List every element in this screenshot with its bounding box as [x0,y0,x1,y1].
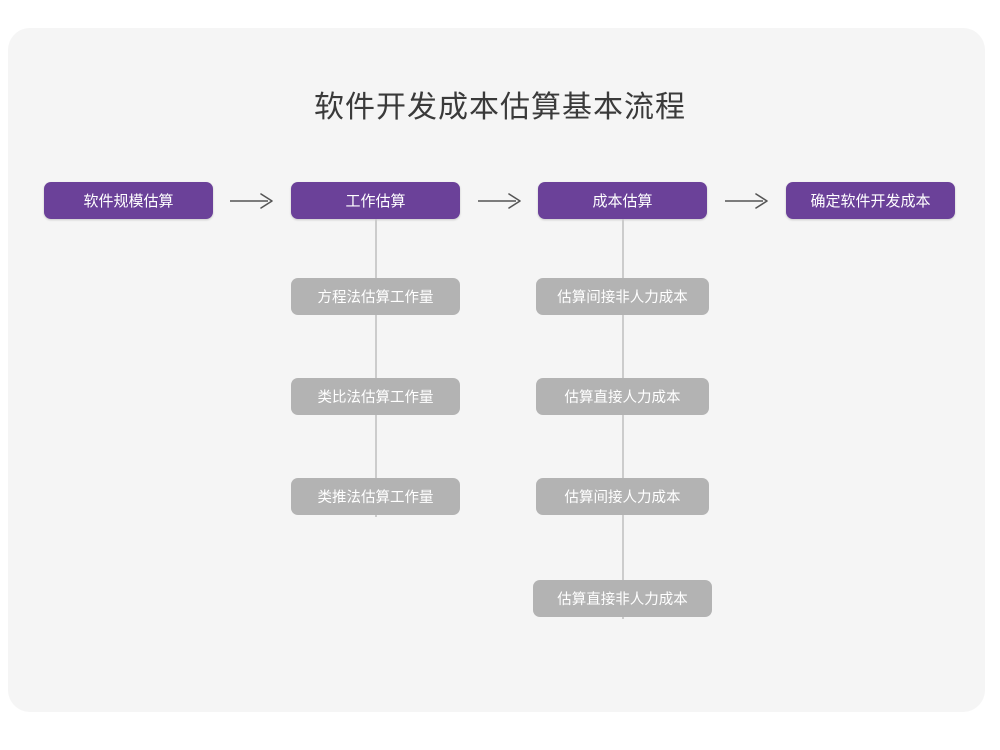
flow-node-size-estimation[interactable]: 软件规模估算 [44,182,213,219]
connector-line-effort-branch [375,219,377,517]
sub-node-label: 估算直接人力成本 [564,390,681,406]
right-arrow-icon [723,190,771,212]
flow-node-label: 工作估算 [345,193,406,210]
diagram-card [8,28,985,712]
flow-node-cost-estimation[interactable]: 成本估算 [538,182,707,219]
sub-node-label: 类比法估算工作量 [317,390,434,406]
sub-node-label: 方程法估算工作量 [317,290,434,306]
sub-node-label: 估算间接人力成本 [564,490,681,506]
flow-node-effort-estimation[interactable]: 工作估算 [291,182,460,219]
right-arrow-icon [228,190,276,212]
flow-node-label: 软件规模估算 [83,193,174,210]
flow-node-final-development-cost[interactable]: 确定软件开发成本 [786,182,955,219]
sub-node-indirect-labor-cost[interactable]: 估算间接人力成本 [536,478,709,515]
flow-node-label: 成本估算 [592,193,653,210]
sub-node-label: 估算直接非人力成本 [557,592,688,608]
sub-node-label: 类推法估算工作量 [317,490,434,506]
sub-node-indirect-nonlabor-cost[interactable]: 估算间接非人力成本 [536,278,709,315]
sub-node-direct-nonlabor-cost[interactable]: 估算直接非人力成本 [533,580,712,617]
sub-node-label: 估算间接非人力成本 [557,290,688,306]
sub-node-equation-method[interactable]: 方程法估算工作量 [291,278,460,315]
flow-node-label: 确定软件开发成本 [810,193,931,210]
connector-line-cost-branch [622,219,624,619]
sub-node-analogy-method[interactable]: 类比法估算工作量 [291,378,460,415]
sub-node-inference-method[interactable]: 类推法估算工作量 [291,478,460,515]
sub-node-direct-labor-cost[interactable]: 估算直接人力成本 [536,378,709,415]
page-title: 软件开发成本估算基本流程 [314,91,686,124]
right-arrow-icon [476,190,524,212]
